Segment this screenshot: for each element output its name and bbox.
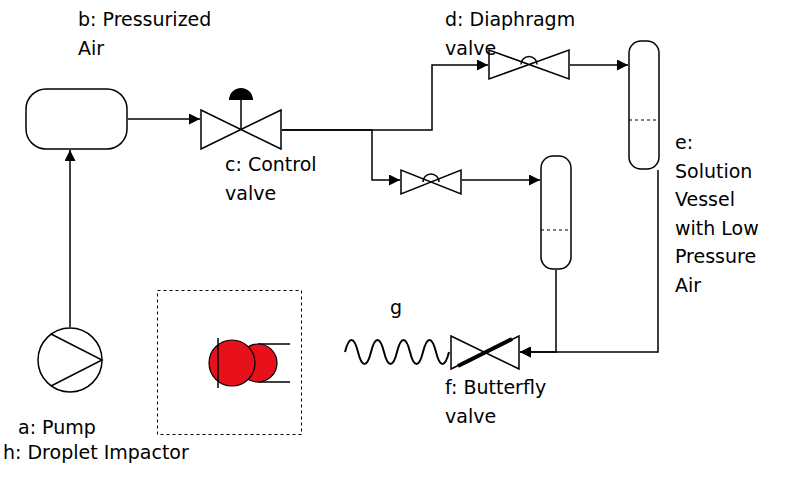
pipe-connector bbox=[520, 270, 556, 352]
valve-body bbox=[489, 50, 569, 79]
diaphragm-valve bbox=[400, 165, 462, 195]
diaphragm-dome bbox=[521, 57, 537, 65]
shape-outline bbox=[488, 45, 570, 80]
shape-outline bbox=[540, 155, 572, 270]
liquid-level bbox=[629, 119, 659, 120]
diaphragm-valve: d: Diaphragm valve bbox=[488, 45, 570, 80]
shape-outline bbox=[37, 327, 103, 393]
shape-outline bbox=[450, 335, 520, 370]
droplet-impactor: h: Droplet Impactor bbox=[157, 290, 302, 435]
butterfly-valve: f: Butterfly valve bbox=[450, 335, 520, 370]
pipe-connector bbox=[128, 118, 200, 120]
shape-outline bbox=[628, 40, 660, 170]
diaphragm-dome bbox=[423, 174, 439, 182]
pipe-connector bbox=[282, 65, 488, 130]
shape-outline bbox=[400, 165, 462, 195]
liquid-level bbox=[541, 229, 571, 230]
impact-plane bbox=[217, 338, 219, 388]
pump-casing bbox=[38, 328, 102, 392]
part-label: c: Control valve bbox=[225, 150, 350, 207]
solution-vessel: e: Solution Vessel with Low Pressure Air bbox=[628, 40, 660, 170]
part-label: e: Solution Vessel with Low Pressure Air bbox=[675, 128, 770, 299]
vessel-outline bbox=[541, 156, 571, 269]
actuator-dome bbox=[229, 88, 253, 100]
pipe-connector bbox=[570, 64, 628, 66]
valve-body bbox=[451, 336, 519, 369]
actuator-stem bbox=[240, 100, 242, 130]
part-label: f: Butterfly valve bbox=[445, 373, 590, 430]
part-label: g bbox=[390, 293, 402, 322]
shape-outline bbox=[25, 88, 128, 150]
butterfly-disc bbox=[458, 339, 512, 366]
shape-outline bbox=[157, 290, 302, 435]
air-tank: b: Pressurized Air bbox=[25, 88, 128, 150]
valve-body bbox=[401, 170, 461, 194]
part-label: a: Pump bbox=[18, 413, 96, 442]
shape-outline bbox=[200, 86, 282, 150]
droplet-large bbox=[209, 340, 255, 386]
tank-outline bbox=[26, 89, 127, 149]
pump-symbol: a: Pump bbox=[37, 327, 103, 393]
solution-vessel bbox=[540, 155, 572, 270]
impactor-frame bbox=[158, 291, 302, 435]
vessel-outline bbox=[629, 41, 659, 169]
pipe-connector bbox=[69, 150, 71, 327]
part-label: h: Droplet Impactor bbox=[3, 438, 189, 467]
control-valve: c: Control valve bbox=[200, 86, 282, 150]
pipe-connector bbox=[462, 179, 540, 181]
pump-impeller bbox=[51, 334, 102, 386]
flexible-tube bbox=[345, 340, 449, 364]
part-label: d: Diaphragm valve bbox=[445, 5, 595, 62]
part-label: b: Pressurized Air bbox=[78, 5, 238, 62]
